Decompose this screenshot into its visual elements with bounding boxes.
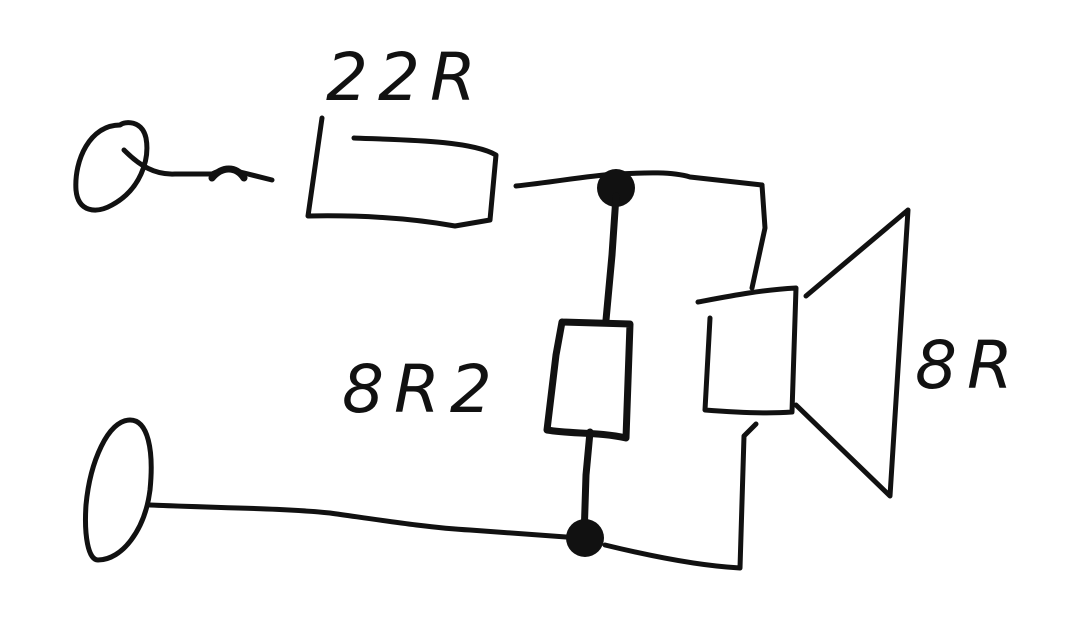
terminal-icon bbox=[83, 417, 154, 563]
wire-segment bbox=[580, 428, 594, 542]
series-resistor-label: 22R bbox=[326, 39, 486, 116]
bottom-input-terminal bbox=[83, 417, 154, 563]
resistor-22r: 22R bbox=[305, 39, 499, 229]
junction-dot-top bbox=[597, 169, 635, 207]
wire-to-speaker bbox=[749, 182, 768, 291]
top-wire-right bbox=[513, 170, 768, 291]
top-wire-left bbox=[121, 147, 275, 183]
wire-segment bbox=[147, 502, 569, 540]
junction-dot-bottom bbox=[566, 519, 604, 557]
bottom-wire bbox=[147, 502, 569, 540]
shunt-resistor-label: 8R2 bbox=[342, 351, 502, 428]
shunt-branch: 8R2 bbox=[342, 192, 634, 542]
speaker-cone bbox=[793, 207, 911, 499]
wire-segment bbox=[602, 192, 620, 324]
resistor-body bbox=[305, 115, 499, 229]
top-input-terminal bbox=[73, 120, 150, 213]
terminal-icon bbox=[73, 120, 150, 213]
speaker-return-wire bbox=[602, 421, 759, 571]
speaker-icon bbox=[695, 285, 799, 416]
wire-segment bbox=[513, 170, 765, 189]
speaker-label: 8R bbox=[915, 327, 1023, 404]
speaker-8r: 8R bbox=[695, 207, 1023, 499]
resistor-body bbox=[543, 318, 634, 442]
wire-segment bbox=[602, 421, 759, 571]
wire-crossover-mark bbox=[208, 165, 248, 182]
